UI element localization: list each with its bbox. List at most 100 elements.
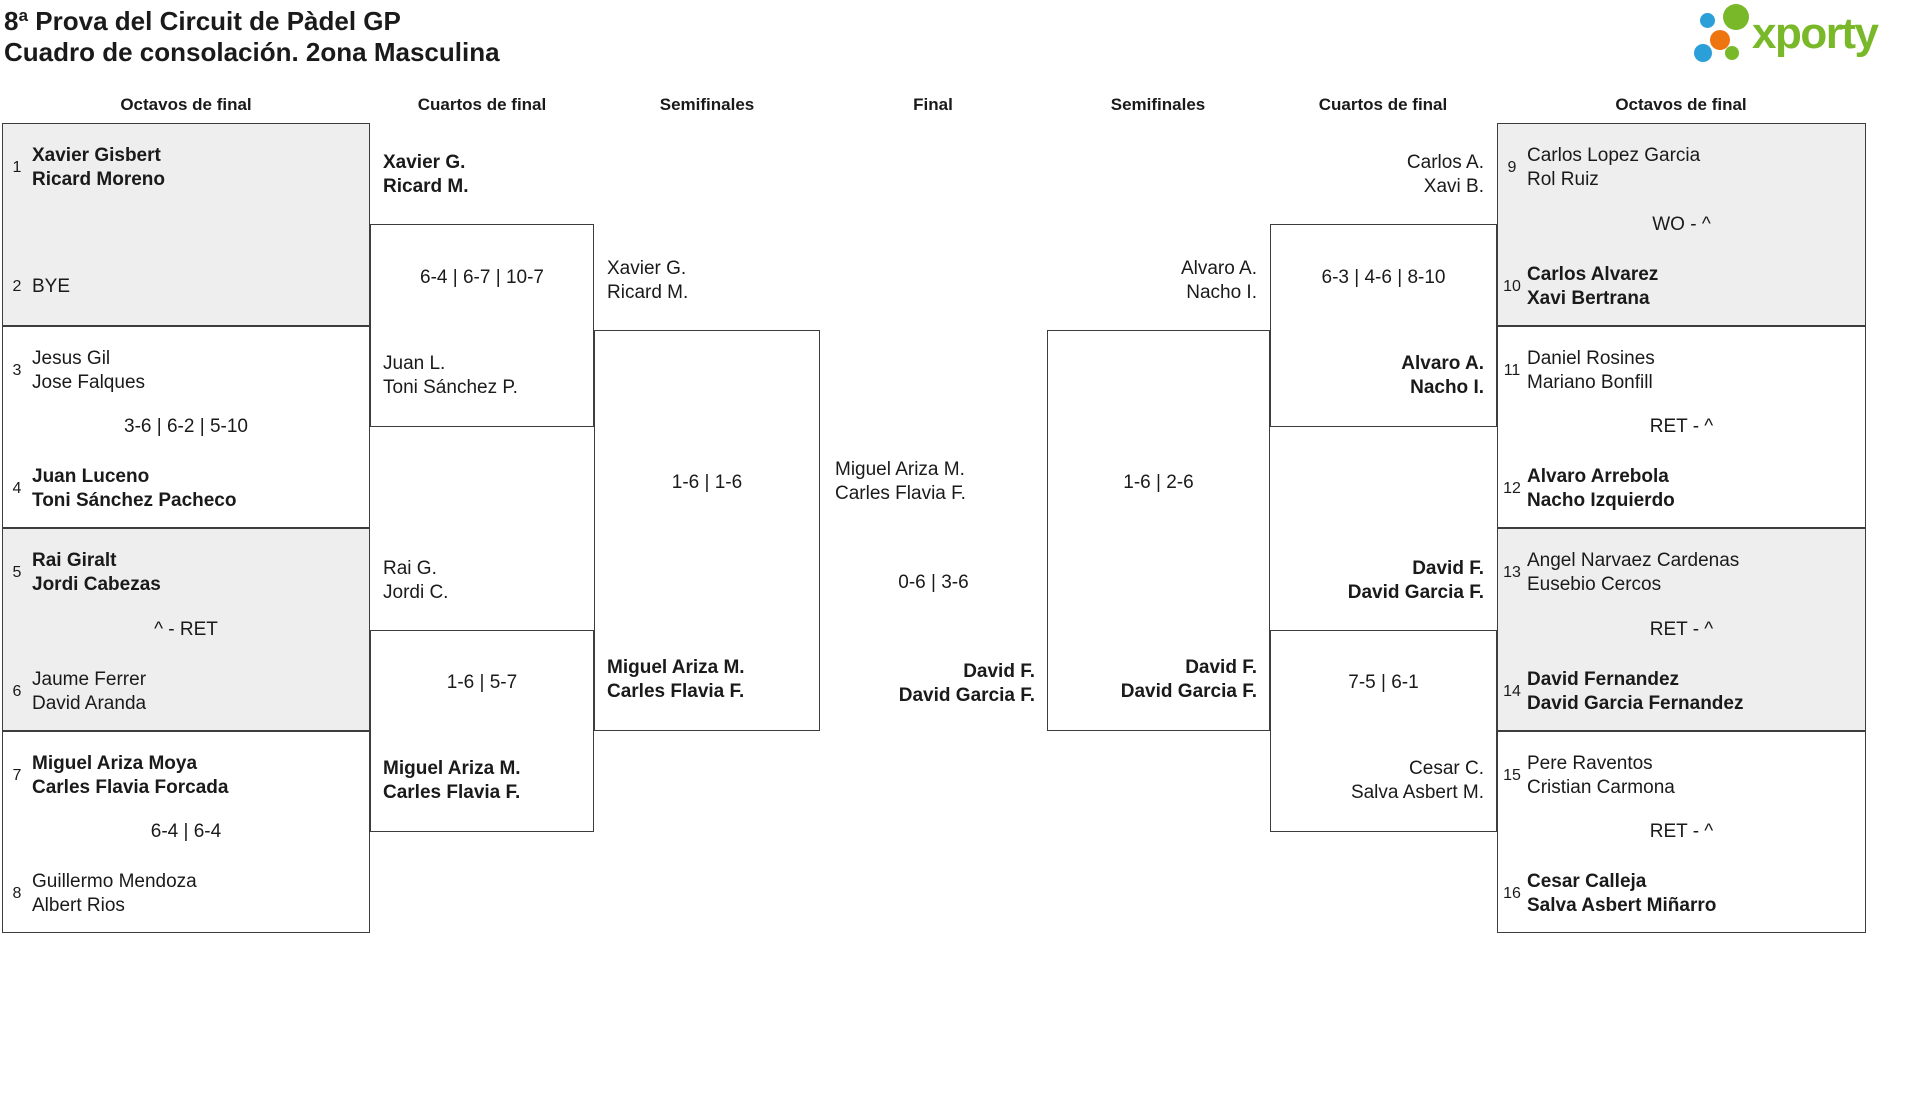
seed-number: 16 (1503, 885, 1521, 902)
team-pair: Carlos A. Xavi B. (1407, 151, 1484, 199)
player-name: Alvaro Arrebola (1527, 466, 1669, 487)
team-pair: Rai Giralt Jordi Cabezas (32, 549, 161, 597)
round-header-semis-right: Semifinales (1110, 95, 1206, 114)
seed-number: 2 (12, 278, 22, 295)
player-name: Ricard M. (607, 282, 689, 303)
team-pair: David Fernandez David Garcia Fernandez (1527, 668, 1743, 716)
player-name: Jesus Gil (32, 348, 111, 369)
match-box-octavos-right-3: 13 Angel Narvaez Cardenas Eusebio Cercos… (1497, 528, 1866, 731)
player-name: Toni Sánchez Pacheco (32, 490, 237, 511)
player-name: Carles Flavia Forcada (32, 777, 229, 798)
player-name: Xavi Bertrana (1527, 288, 1650, 309)
seed-number: 10 (1503, 278, 1521, 295)
match-score: 1-6 | 2-6 (1123, 471, 1194, 493)
player-name: Ricard Moreno (32, 169, 166, 190)
match-score: 6-3 | 4-6 | 8-10 (1321, 266, 1446, 288)
team-pair: Cesar Calleja Salva Asbert Miñarro (1527, 870, 1716, 918)
player-name: Jose Falques (32, 372, 146, 393)
seed-number: 1 (12, 159, 22, 176)
player-name: Juan L. (383, 353, 446, 374)
player-name: Rai G. (383, 558, 437, 579)
player-name: Cristian Carmona (1527, 777, 1675, 798)
team-pair: Xavier G. Ricard M. (607, 257, 688, 305)
seed-number: 6 (12, 683, 22, 700)
logo-dot-icon (1700, 13, 1715, 28)
player-name: Xavier Gisbert (32, 145, 161, 166)
team-pair: Guillermo Mendoza Albert Rios (32, 870, 197, 918)
player-name: Eusebio Cercos (1527, 574, 1662, 595)
seed-number: 5 (12, 564, 22, 581)
player-name: Angel Narvaez Cardenas (1527, 550, 1740, 571)
player-name: Carles Flavia F. (383, 782, 521, 803)
match-score: RET - ^ (1649, 821, 1714, 842)
logo-wordmark: xporty (1752, 9, 1879, 58)
player-name: Jordi C. (383, 582, 449, 603)
player-name: Ricard M. (383, 176, 469, 197)
final-score: 0-6 | 3-6 (898, 572, 969, 593)
seed-number: 4 (12, 480, 22, 497)
round-header-octavos-left: Octavos de final (120, 95, 252, 114)
seed-number: 8 (12, 885, 22, 902)
team-pair: Miguel Ariza M. Carles Flavia F. (383, 757, 521, 805)
team-pair: Carlos Lopez Garcia Rol Ruiz (1527, 144, 1700, 192)
player-name: Carlos A. (1406, 152, 1484, 173)
player-name: David Aranda (32, 693, 147, 714)
match-box-cuartos-left-2: Rai G. Jordi C. 1-6 | 5-7 Miguel Ariza M… (370, 558, 594, 832)
player-name: David F. (963, 661, 1035, 682)
match-box-cuartos-right-1: Carlos A. Xavi B. 6-3 | 4-6 | 8-10 Alvar… (1270, 152, 1497, 427)
team-pair: Juan L. Toni Sánchez P. (383, 352, 518, 400)
player-name: David F. (1412, 558, 1484, 579)
player-name: David F. (1185, 657, 1257, 678)
seed-number: 12 (1503, 480, 1521, 497)
match-score: 1-6 | 1-6 (671, 471, 743, 493)
player-name: Carles Flavia F. (835, 483, 966, 504)
team-pair: David F. David Garcia F. (1121, 656, 1257, 704)
round-header-semis-left: Semifinales (659, 95, 755, 114)
match-score: WO - ^ (1652, 213, 1711, 235)
player-name: Juan Luceno (32, 466, 150, 487)
team-pair: Alvaro Arrebola Nacho Izquierdo (1527, 465, 1675, 513)
player-name: Miguel Ariza M. (835, 459, 965, 480)
seed-number: 11 (1503, 362, 1521, 379)
player-name: Carles Flavia F. (607, 681, 745, 702)
team-pair: Pere Raventos Cristian Carmona (1527, 752, 1675, 800)
match-box-octavos-left-3: 5 Rai Giralt Jordi Cabezas ^ - RET 6 Jau… (2, 528, 370, 731)
player-name: David Garcia F. (898, 685, 1035, 706)
player-name: Albert Rios (32, 895, 125, 916)
player-name: Rol Ruiz (1527, 169, 1599, 190)
team-pair: Rai G. Jordi C. (383, 557, 448, 605)
player-name: Carlos Lopez Garcia (1527, 145, 1701, 166)
player-name: Miguel Ariza M. (607, 657, 745, 678)
player-name: Guillermo Mendoza (32, 871, 197, 892)
team-pair: Angel Narvaez Cardenas Eusebio Cercos (1527, 549, 1739, 597)
team-pair: Alvaro A. Nacho I. (1181, 257, 1257, 305)
team-pair: Juan Luceno Toni Sánchez Pacheco (32, 465, 236, 513)
round-header-octavos-right: Octavos de final (1615, 95, 1747, 114)
xporty-logo[interactable]: xporty (1690, 0, 1920, 70)
player-name: Cesar Calleja (1527, 871, 1647, 892)
player-name: Rai Giralt (32, 550, 117, 571)
team-pair: Jaume Ferrer David Aranda (32, 668, 146, 716)
team-pair: David F. David Garcia F. (1348, 557, 1484, 605)
round-header-cuartos-left: Cuartos de final (417, 95, 547, 114)
team-pair: Xavier G. Ricard M. (383, 151, 469, 199)
player-name: Xavi B. (1423, 176, 1484, 197)
player-name: BYE (32, 276, 71, 297)
logo-dot-icon (1723, 4, 1749, 30)
player-name: Toni Sánchez P. (383, 377, 518, 398)
match-score: 7-5 | 6-1 (1348, 672, 1419, 693)
player-name: David Fernandez (1527, 669, 1680, 690)
match-score: 6-4 | 6-4 (150, 821, 222, 842)
logo-dot-icon (1694, 44, 1712, 62)
player-name: Daniel Rosines (1527, 348, 1655, 369)
player-name: Mariano Bonfill (1527, 372, 1653, 393)
match-score: ^ - RET (154, 618, 218, 640)
player-name: Pere Raventos (1527, 753, 1653, 774)
match-box-octavos-left-1: 1 Xavier Gisbert Ricard Moreno 2 BYE (2, 123, 370, 326)
player-name: Salva Asbert Miñarro (1527, 895, 1717, 916)
logo-dot-icon (1725, 46, 1739, 60)
page-subtitle: Cuadro de consolación. 2ona Masculina (4, 37, 500, 67)
match-score: RET - ^ (1649, 618, 1714, 640)
match-box-octavos-right-1: 9 Carlos Lopez Garcia Rol Ruiz WO - ^ 10… (1497, 123, 1866, 326)
match-score: RET - ^ (1649, 416, 1714, 437)
